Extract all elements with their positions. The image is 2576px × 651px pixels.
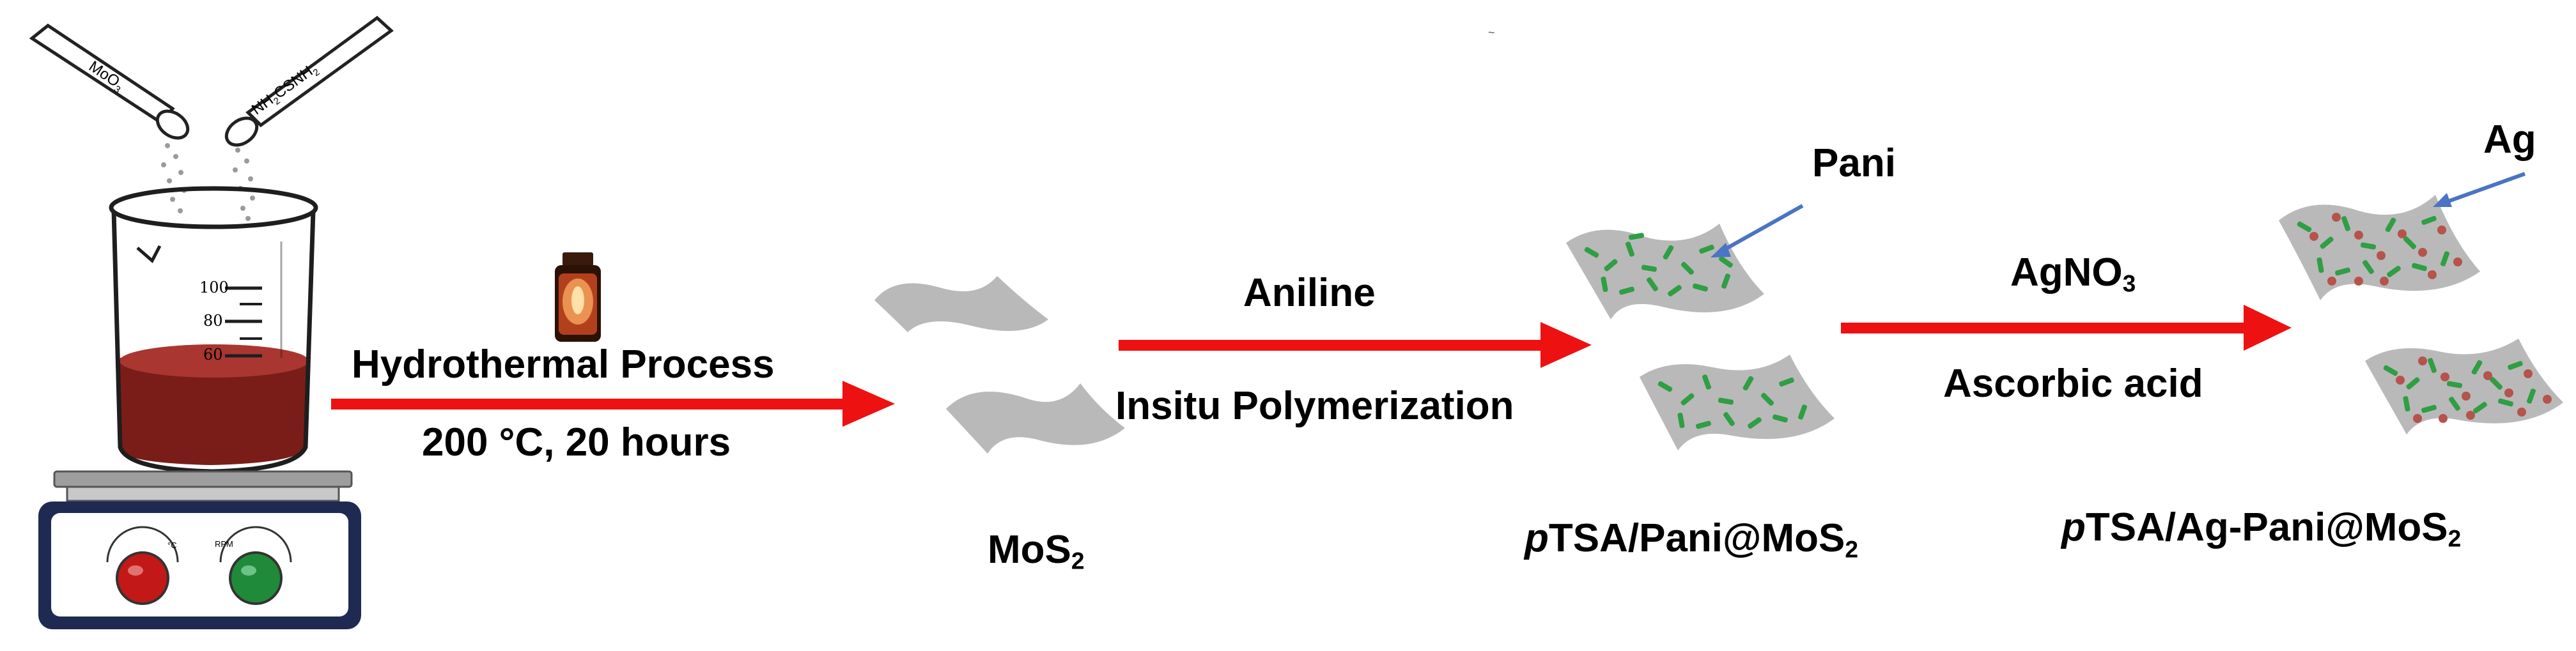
mos2-sheet-1 <box>874 276 1048 332</box>
step3-label-top: AgNO3 <box>2010 250 2136 297</box>
arrow-step1 <box>331 381 895 427</box>
step1-label-top: Hydrothermal Process <box>352 342 775 387</box>
product-pani-mos2-label: pTSA/Pani@MoS2 <box>1525 516 1859 563</box>
ag-pointer-label: Ag <box>2483 118 2536 162</box>
pani-sheet-1 <box>1566 224 1764 319</box>
product-ag-pani-mos2-label: pTSA/Ag-Pani@MoS2 <box>2061 505 2462 552</box>
pani-sheet-2 <box>1640 355 1835 450</box>
beaker <box>109 186 318 474</box>
step1-label-bottom: 200 °C, 20 hours <box>422 420 731 464</box>
hotplate-dial-left-label: °C <box>167 540 177 550</box>
beaker-mark-60: 60 <box>203 346 223 364</box>
ag-pani-sheet-2 <box>2365 339 2563 434</box>
autoclave-icon <box>555 252 601 342</box>
spoon-thiourea <box>224 15 394 147</box>
beaker-mark-80: 80 <box>203 312 223 330</box>
hotplate <box>38 470 361 629</box>
product-mos2-label: MoS2 <box>988 528 1085 574</box>
pani-pointer <box>1711 204 1804 257</box>
mos2-sheet-2 <box>946 383 1125 454</box>
falling-powder <box>161 143 255 221</box>
spoon-moo3 <box>29 23 190 140</box>
hotplate-dial-right-label: RPM <box>215 539 233 549</box>
stirring-knob <box>229 551 283 605</box>
step2-label-top: Aniline <box>1243 271 1376 315</box>
arrow-step3 <box>1841 305 2292 351</box>
pani-pointer-label: Pani <box>1812 141 1896 185</box>
stray-mark: ~ <box>1488 26 1495 39</box>
step2-label-bottom: Insitu Polymerization <box>1115 384 1514 428</box>
temperature-knob <box>116 551 169 605</box>
ag-pointer <box>2433 172 2526 207</box>
ag-pani-sheet-1 <box>2279 195 2480 300</box>
beaker-mark-100: 100 <box>199 279 229 296</box>
step3-label-bottom: Ascorbic acid <box>1943 362 2203 406</box>
arrow-step2 <box>1119 322 1592 368</box>
